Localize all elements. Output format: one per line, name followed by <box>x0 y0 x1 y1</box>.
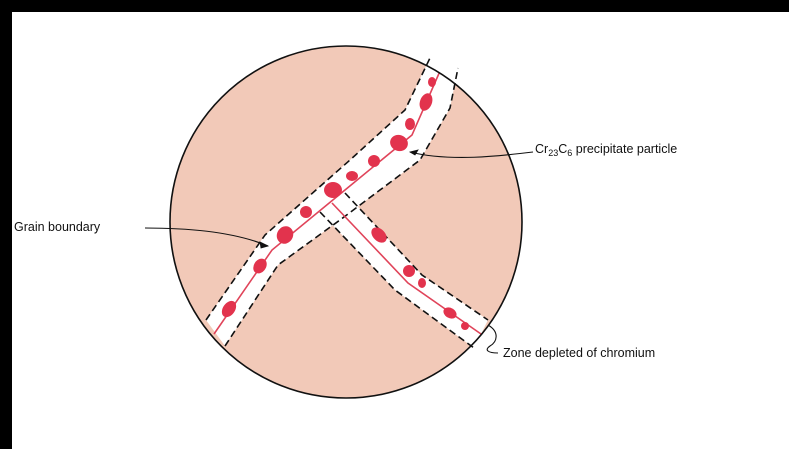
precipitate-particle <box>418 278 426 288</box>
leader-depleted-zone-bracket <box>487 325 498 353</box>
precipitate-particle <box>324 182 342 198</box>
label-precipitate-suffix: precipitate particle <box>572 142 677 156</box>
precipitate-particle <box>346 171 358 181</box>
precipitate-particle <box>461 322 469 330</box>
precipitate-particle <box>300 206 312 218</box>
label-grain-boundary: Grain boundary <box>14 221 100 234</box>
precipitate-particle <box>368 155 380 167</box>
label-precipitate-sub1: 23 <box>548 148 558 158</box>
label-precipitate-mid: C <box>558 142 567 156</box>
label-depleted-zone: Zone depleted of chromium <box>503 347 655 360</box>
label-precipitate-prefix: Cr <box>535 142 548 156</box>
precipitate-particle <box>428 77 436 87</box>
precipitate-particle <box>403 265 415 277</box>
precipitate-particle <box>405 118 415 130</box>
label-precipitate-particle: Cr23C6 precipitate particle <box>535 143 677 156</box>
